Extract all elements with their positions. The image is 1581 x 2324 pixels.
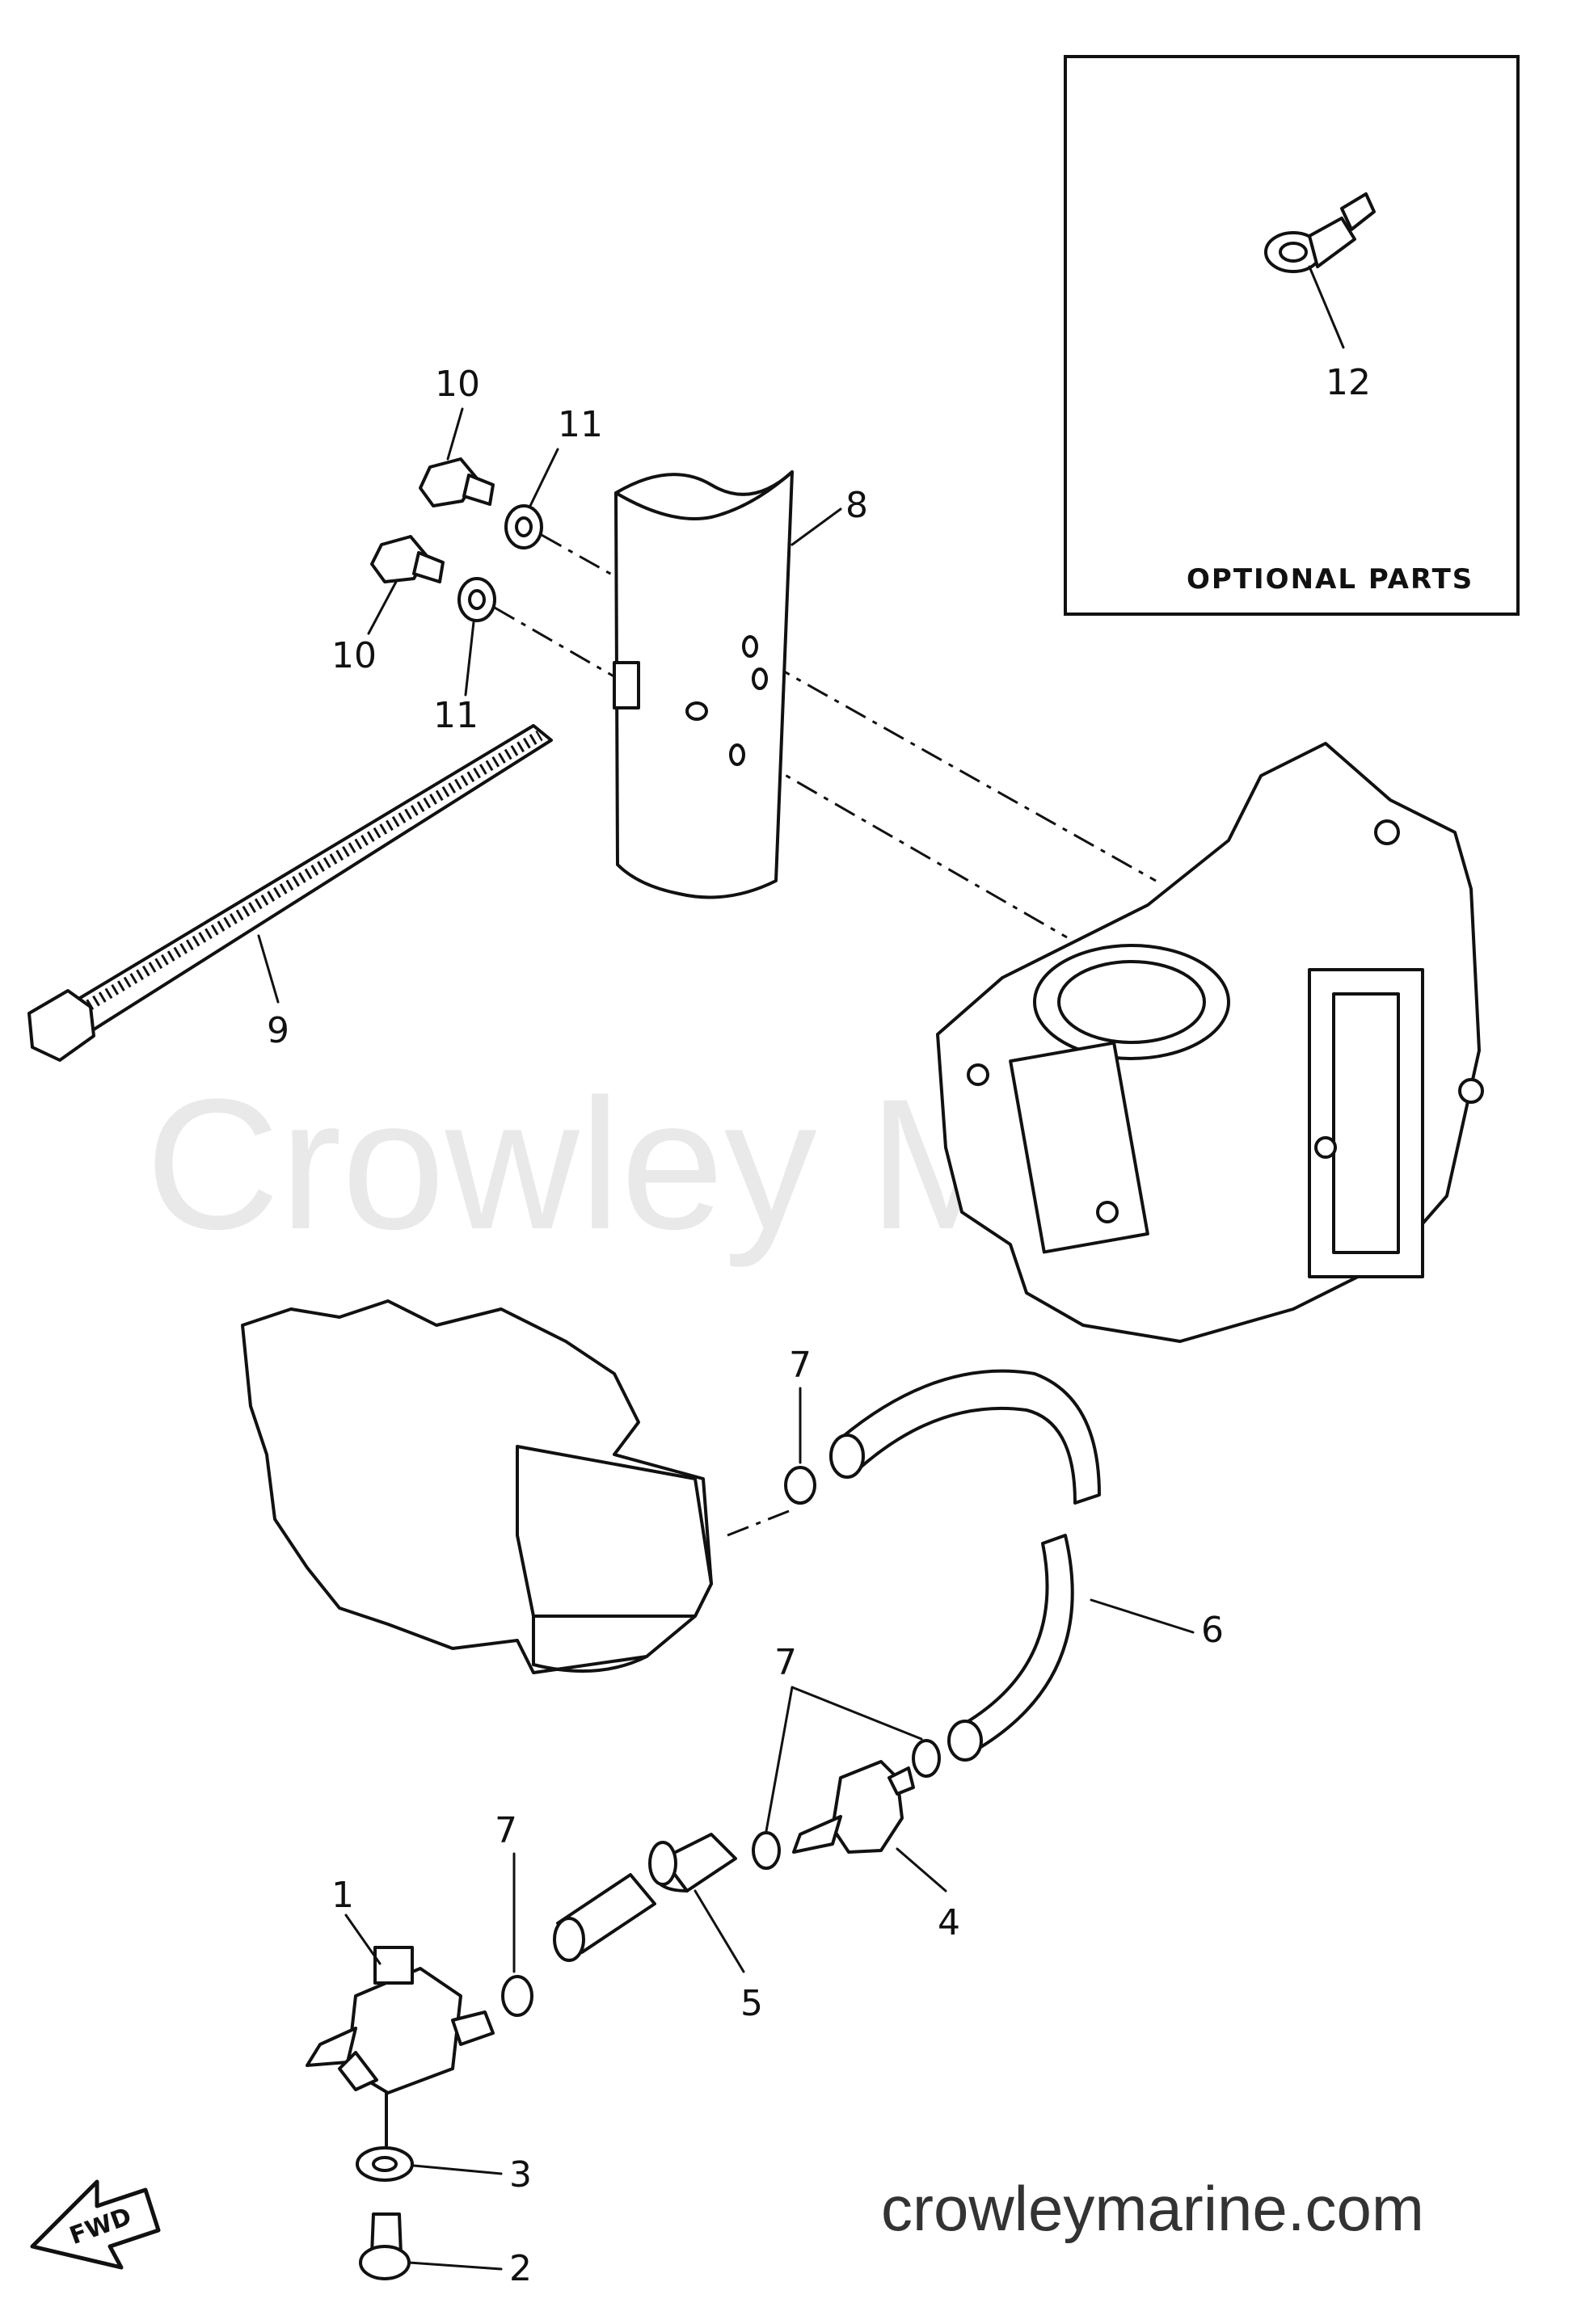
leader-8 xyxy=(790,507,842,546)
leader-6 xyxy=(1090,1598,1195,1634)
part-4-fuel-filter[interactable] xyxy=(792,1760,915,1854)
leader-11-upper xyxy=(529,448,559,507)
engine-cylinder-block xyxy=(936,742,1484,1343)
callout-2: 2 xyxy=(509,2248,532,2289)
leader-9 xyxy=(257,934,280,1004)
callout-11-upper: 11 xyxy=(558,404,603,445)
callout-12: 12 xyxy=(1326,362,1371,403)
part-6-fuel-hose[interactable] xyxy=(829,1369,1101,1762)
callout-3: 3 xyxy=(509,2154,532,2196)
leader-4 xyxy=(896,1847,947,1892)
leader-5 xyxy=(694,1889,745,1973)
callout-7-middle: 7 xyxy=(774,1642,797,1683)
callout-7-upper: 7 xyxy=(789,1345,812,1386)
leader-3 xyxy=(412,2164,503,2175)
part-9-cable-tie[interactable] xyxy=(27,724,553,1062)
callout-11-lower: 11 xyxy=(433,695,479,736)
callout-4: 4 xyxy=(938,1902,960,1943)
leader-1 xyxy=(344,1914,382,1965)
part-12-fitting[interactable] xyxy=(1264,192,1376,273)
callout-10-lower: 10 xyxy=(331,635,377,676)
part-8-cover[interactable] xyxy=(613,470,794,899)
leader-10-upper xyxy=(446,407,464,461)
carburetor-assembly xyxy=(241,1299,713,1674)
leader-2 xyxy=(407,2261,503,2271)
optional-parts-label: OPTIONAL PARTS xyxy=(1187,563,1473,596)
part-5-hose-pieces[interactable] xyxy=(553,1833,737,1962)
part-11-washer-lower[interactable] xyxy=(457,577,496,622)
part-10-bolt-lower[interactable] xyxy=(370,535,445,583)
part-7-clamp-lower[interactable] xyxy=(501,1975,533,2017)
callout-10-upper: 10 xyxy=(435,364,480,405)
part-1-fuel-joint[interactable] xyxy=(306,1946,495,2095)
part-7-clamp-upper[interactable] xyxy=(784,1466,816,1505)
callout-9: 9 xyxy=(267,1010,289,1051)
part-2-screw[interactable] xyxy=(359,2212,411,2280)
callout-8: 8 xyxy=(845,485,868,526)
leader-10-lower xyxy=(367,580,398,635)
part-7-clamp-middle[interactable] xyxy=(752,1739,941,1870)
part-10-bolt-upper[interactable] xyxy=(419,457,495,507)
leader-12 xyxy=(1308,265,1345,349)
leader-11-lower xyxy=(464,621,475,697)
fwd-arrow-icon: FWD xyxy=(30,2179,161,2270)
site-url: crowleymarine.com xyxy=(881,2173,1424,2244)
callout-1: 1 xyxy=(331,1875,354,1916)
optional-parts-box: 12 OPTIONAL PARTS xyxy=(1064,55,1520,616)
callout-5: 5 xyxy=(740,1983,763,2024)
part-11-washer-upper[interactable] xyxy=(504,504,543,549)
part-3-washer[interactable] xyxy=(356,2146,414,2182)
callout-7-lower: 7 xyxy=(495,1810,517,1851)
callout-6: 6 xyxy=(1201,1610,1224,1651)
